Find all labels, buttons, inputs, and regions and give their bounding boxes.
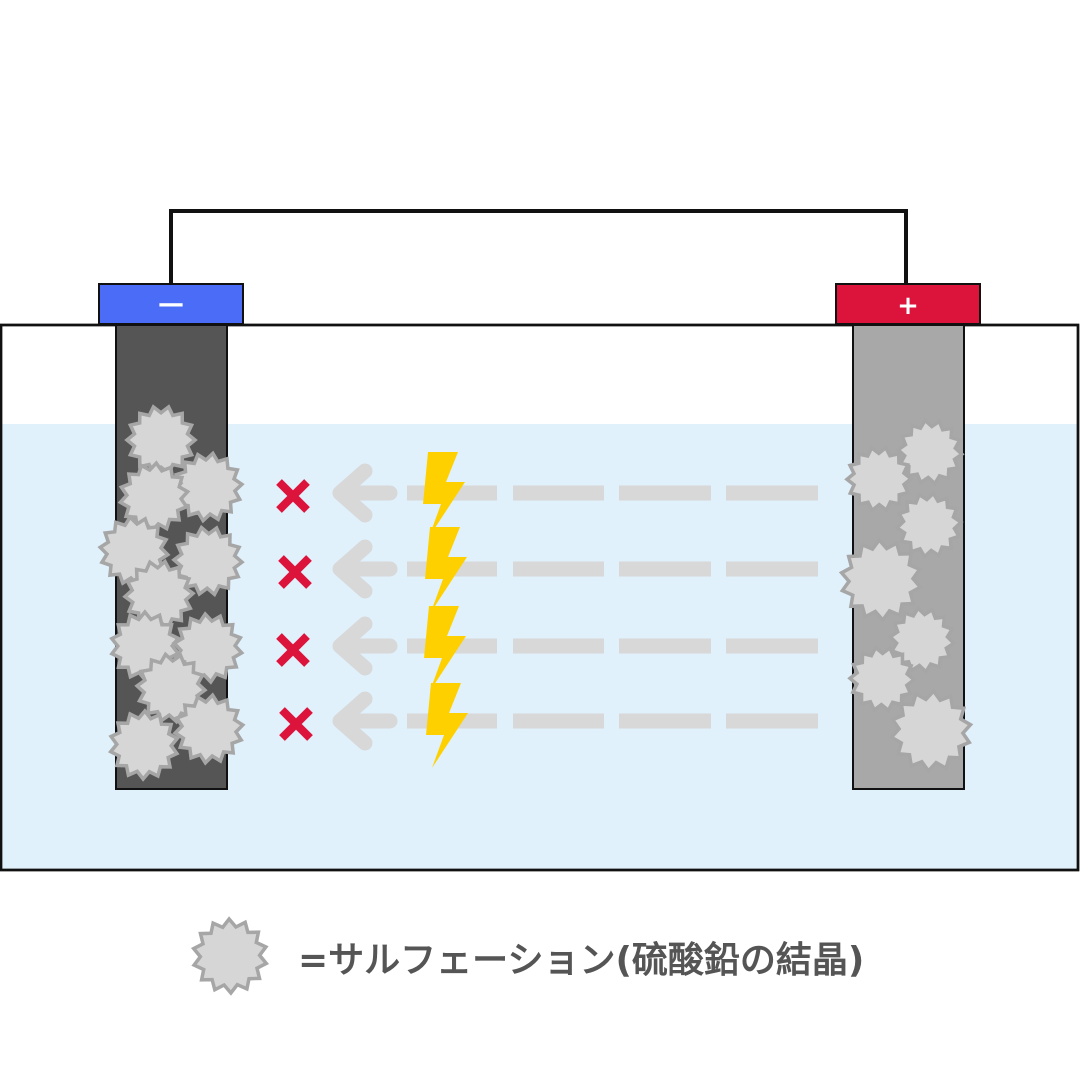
- sulfation-crystal-icon: [895, 417, 965, 487]
- positive-terminal: [835, 283, 981, 325]
- sulfation-crystals: [97, 404, 974, 782]
- sulfation-crystal-icon: [888, 688, 974, 774]
- sulfation-crystal-icon: [894, 490, 964, 560]
- negative-terminal: [98, 283, 244, 325]
- sulfation-crystal-icon: [172, 692, 246, 766]
- blocked-x-icon: [278, 555, 312, 589]
- x-stroke: [276, 633, 310, 667]
- sulfation-crystal-icon: [124, 404, 198, 476]
- sulfation-crystal-icon: [171, 450, 245, 524]
- blocked-marks: [276, 479, 313, 741]
- legend-text: =サルフェーション(硫酸鉛の結晶): [298, 940, 864, 981]
- x-stroke: [278, 555, 312, 589]
- current-arrow: [332, 616, 818, 676]
- negative-terminal-label: —: [158, 289, 184, 319]
- lightning-icon: [423, 452, 465, 537]
- sulfation-crystal-icon: [844, 444, 914, 514]
- positive-terminal-label: +: [897, 291, 919, 321]
- sulfation-crystal-icon: [190, 916, 270, 996]
- sulfation-crystal-icon: [107, 708, 181, 782]
- x-stroke: [276, 479, 310, 513]
- lightning-icon: [425, 527, 467, 612]
- sulfation-crystal-icon: [847, 644, 917, 714]
- blocked-current-arrows: [332, 463, 818, 751]
- blocked-x-icon: [279, 707, 313, 741]
- blocked-x-icon: [276, 633, 310, 667]
- lightning-bolts: [423, 452, 468, 768]
- x-stroke: [279, 707, 313, 741]
- blocked-x-icon: [276, 479, 310, 513]
- legend-crystal-icon: [190, 916, 270, 996]
- sulfation-crystal-icon: [838, 537, 924, 623]
- sulfation-crystal-icon: [887, 605, 957, 675]
- lightning-icon: [424, 606, 466, 691]
- legend: =サルフェーション(硫酸鉛の結晶): [190, 916, 864, 996]
- external-wire: [169, 209, 908, 284]
- lightning-icon: [426, 683, 468, 768]
